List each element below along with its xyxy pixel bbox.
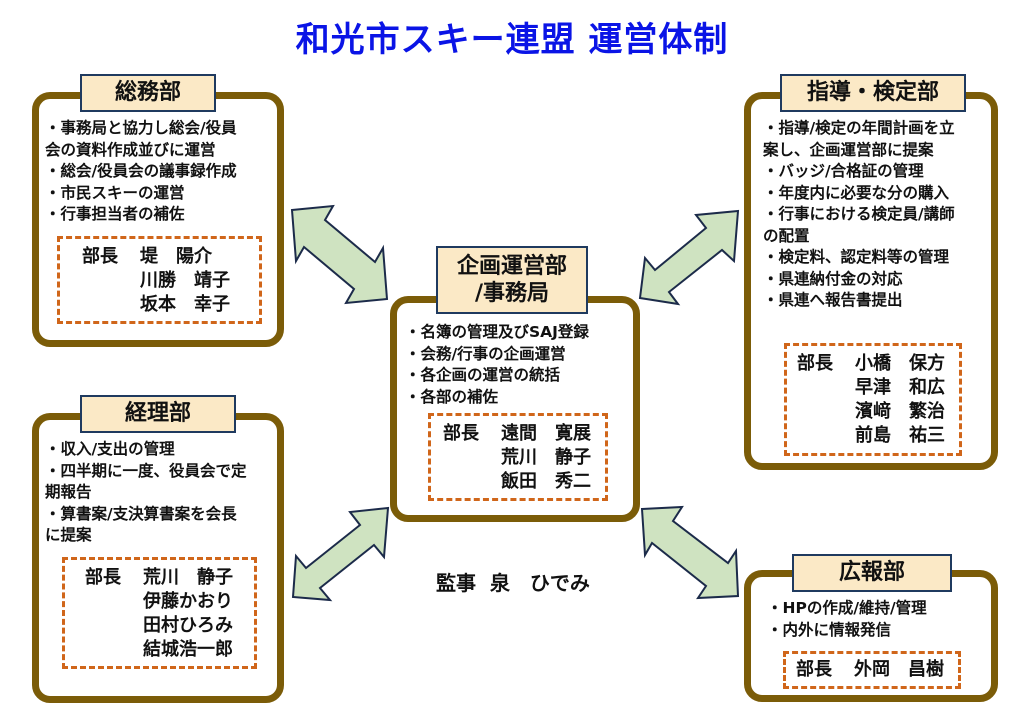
staff-row: 荒川 静子 <box>443 446 605 470</box>
duty-item: ・指導/検定の年間計画を立 <box>763 119 955 137</box>
double-arrow-icon <box>291 506 390 602</box>
duty-item: ・名簿の管理及びSAJ登録 <box>405 323 589 341</box>
member-name: 荒川 静子 <box>501 447 591 468</box>
member-name: 外岡 昌樹 <box>854 659 944 680</box>
member-name: 小橋 保方 <box>855 353 945 374</box>
staff-row: 部長 遠間 寛展 <box>443 422 605 446</box>
duty-item: 期報告 <box>45 483 92 501</box>
duty-item: ・収入/支出の管理 <box>45 440 175 458</box>
staff-row: 部長 外岡 昌樹 <box>796 658 958 682</box>
duty-item: ・HPの作成/維持/管理 <box>767 599 927 617</box>
double-arrow-icon <box>640 505 740 600</box>
department-name: 経理部 <box>124 401 191 427</box>
staff-box-accounting: 部長 荒川 静子 伊藤かおり 田村ひろみ 結城浩一郎 <box>62 557 257 669</box>
department-box-general <box>32 92 284 347</box>
duty-item: ・会務/行事の企画運営 <box>405 344 566 363</box>
department-label-pr: 広報部 <box>792 554 952 592</box>
duty-item: ・年度内に必要な分の購入 <box>763 183 950 202</box>
role-label: 部長 <box>85 567 121 588</box>
member-name: 飯田 秀二 <box>501 471 591 492</box>
staff-row: 田村ひろみ <box>85 614 254 638</box>
duty-item: ・内外に情報発信 <box>767 620 892 639</box>
role-label: 部長 <box>443 423 479 444</box>
arrow-pr-planning <box>640 505 740 600</box>
department-label-general: 総務部 <box>80 74 216 112</box>
duty-item: ・各部の補佐 <box>405 387 499 406</box>
auditor: 監事 泉 ひでみ <box>436 567 590 596</box>
department-name-line2: /事務局 <box>474 281 550 306</box>
staff-row: 部長 堤 陽介 <box>82 245 259 269</box>
role-label: 部長 <box>797 353 833 374</box>
staff-row: 坂本 幸子 <box>82 293 259 317</box>
staff-row: 飯田 秀二 <box>443 470 605 494</box>
member-name: 結城浩一郎 <box>143 639 233 660</box>
member-name: 早津 和広 <box>855 377 945 398</box>
duties-list-accounting: ・収入/支出の管理 ・四半期に一度、役員会で定 期報告 ・算書案/支決算書案を会… <box>45 439 247 547</box>
department-box-pr <box>744 570 998 702</box>
member-name: 濱﨑 繁治 <box>855 401 945 422</box>
department-label-planning: 企画運営部 /事務局 <box>436 246 588 314</box>
duty-item: ・検定料、認定料等の管理 <box>763 248 950 266</box>
staff-box-general: 部長 堤 陽介 川勝 靖子 坂本 幸子 <box>57 236 262 324</box>
department-name: 広報部 <box>838 560 905 586</box>
staff-row: 伊藤かおり <box>85 590 254 614</box>
department-name: 総務部 <box>114 80 181 106</box>
staff-row: 早津 和広 <box>797 376 959 400</box>
duty-item: ・四半期に一度、役員会で定 <box>45 461 247 480</box>
duties-list-pr: ・HPの作成/維持/管理 ・内外に情報発信 <box>767 598 927 641</box>
staff-row: 部長 荒川 静子 <box>85 566 254 590</box>
staff-box-planning: 部長 遠間 寛展 荒川 静子 飯田 秀二 <box>428 413 608 501</box>
staff-box-pr: 部長 外岡 昌樹 <box>783 651 961 689</box>
duty-item: ・算書案/支決算書案を会長 <box>45 504 237 523</box>
duty-item: ・行事担当者の補佐 <box>45 205 185 223</box>
department-name-line1: 企画運営部 <box>456 253 567 279</box>
page-title: 和光市スキー連盟 運営体制 <box>295 20 729 60</box>
member-name: 遠間 寛展 <box>501 423 591 444</box>
duty-item: ・各企画の運営の統括 <box>405 366 561 384</box>
duty-item: ・総会/役員会の議事録作成 <box>45 162 237 180</box>
member-name: 川勝 靖子 <box>140 270 230 291</box>
role-label: 部長 <box>796 659 832 680</box>
member-name: 坂本 幸子 <box>140 294 230 315</box>
duty-item: に提案 <box>45 526 92 544</box>
duty-item: の配置 <box>763 226 810 245</box>
member-name: 堤 陽介 <box>140 246 212 267</box>
duty-item: ・バッジ/合格証の管理 <box>763 162 924 180</box>
duty-item: ・県連へ報告書提出 <box>763 291 903 309</box>
duty-item: 会の資料作成並びに運営 <box>45 140 216 159</box>
auditor-role: 監事 <box>436 571 476 595</box>
staff-row: 結城浩一郎 <box>85 638 254 662</box>
auditor-name: 泉 ひでみ <box>489 571 590 595</box>
duty-item: ・県連納付金の対応 <box>763 269 903 288</box>
staff-box-instruction: 部長 小橋 保方 早津 和広 濱﨑 繁治 前島 祐三 <box>784 343 962 456</box>
member-name: 荒川 静子 <box>143 567 233 588</box>
role-label: 部長 <box>82 246 118 267</box>
duty-item: ・市民スキーの運営 <box>45 183 185 202</box>
duty-item: ・行事における検定員/講師 <box>763 205 955 223</box>
duties-list-instruction: ・指導/検定の年間計画を立 案し、企画運営部に提案 ・バッジ/合格証の管理 ・年… <box>763 118 955 312</box>
department-label-accounting: 経理部 <box>80 395 236 433</box>
staff-row: 川勝 靖子 <box>82 269 259 293</box>
member-name: 田村ひろみ <box>143 615 233 636</box>
double-arrow-icon <box>638 209 740 306</box>
member-name: 伊藤かおり <box>143 591 233 612</box>
member-name: 前島 祐三 <box>855 425 945 446</box>
arrow-general-planning <box>290 204 389 305</box>
staff-row: 濱﨑 繁治 <box>797 400 959 424</box>
staff-row: 部長 小橋 保方 <box>797 352 959 376</box>
arrow-accounting-planning <box>291 506 390 602</box>
duties-list-general: ・事務局と協力し総会/役員 会の資料作成並びに運営 ・総会/役員会の議事録作成 … <box>45 118 237 226</box>
staff-row: 前島 祐三 <box>797 424 959 448</box>
duty-item: ・事務局と協力し総会/役員 <box>45 119 237 137</box>
department-label-instruction: 指導・検定部 <box>780 74 966 112</box>
double-arrow-icon <box>290 204 389 305</box>
department-name: 指導・検定部 <box>806 80 939 106</box>
duties-list-planning: ・名簿の管理及びSAJ登録 ・会務/行事の企画運営 ・各企画の運営の統括 ・各部… <box>405 322 589 408</box>
arrow-instruction-planning <box>638 209 740 306</box>
duty-item: 案し、企画運営部に提案 <box>763 140 934 159</box>
